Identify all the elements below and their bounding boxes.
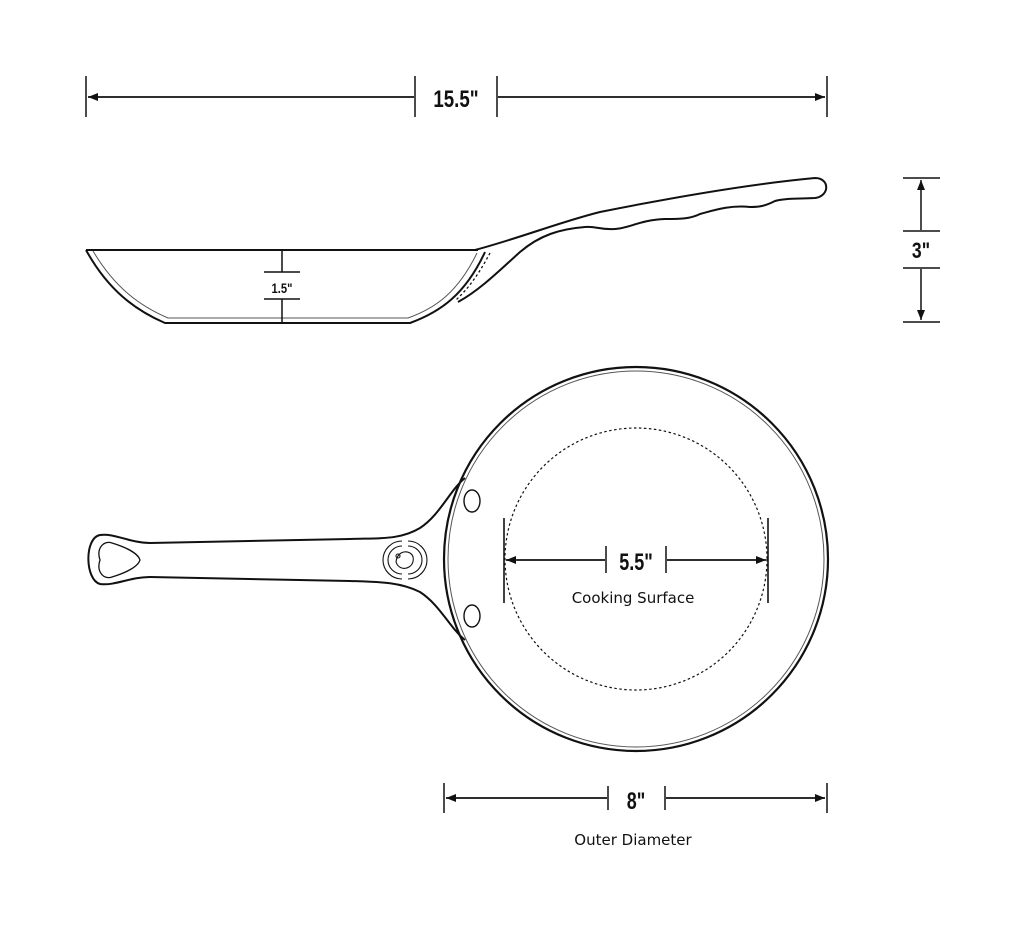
cooking-surface-caption: Cooking Surface: [572, 589, 695, 607]
overall-length-dimension: 15.5": [85, 76, 828, 117]
depth-label: 1.5": [272, 281, 293, 296]
cooking-surface-dimension: 5.5" Cooking Surface: [503, 518, 769, 607]
depth-dimension: 1.5": [264, 251, 300, 323]
height-label: 3": [912, 239, 930, 263]
brand-logo-icon: [382, 540, 428, 580]
outer-diameter-caption: Outer Diameter: [574, 831, 692, 849]
height-dimension: 3": [903, 177, 940, 323]
outer-diameter-dimension: 8" Outer Diameter: [443, 783, 828, 849]
cooking-surface-label: 5.5": [619, 550, 653, 576]
pan-top-view: [87, 365, 830, 753]
pan-side-view: [85, 176, 828, 324]
outer-diameter-label: 8": [627, 789, 646, 815]
overall-length-label: 15.5": [433, 86, 478, 113]
